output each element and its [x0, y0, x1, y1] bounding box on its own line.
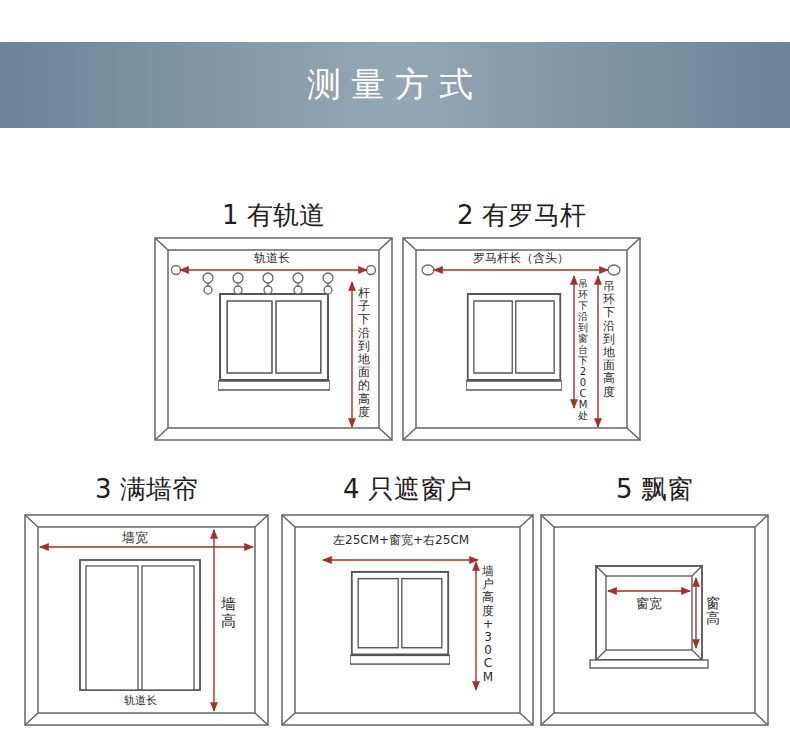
panel-title: 1 有轨道 [155, 198, 392, 232]
dimension-label: 墙宽 [120, 530, 150, 546]
dimension-label-vertical: 墙户高度+30CM [482, 565, 494, 684]
panel-title: 5 飘窗 [541, 472, 768, 506]
dimension-label: 左25CM+窗宽+右25CM [331, 533, 471, 547]
dimension-label: 罗马杆长（含头） [471, 251, 571, 265]
dimension-label: 轨道长 [252, 251, 292, 265]
dimension-label-vertical: 杆子下沿到地面的高度 [358, 287, 370, 419]
panel-title: 3 满墙帘 [25, 472, 268, 506]
dimension-label-vertical: 吊环下沿到窗台下20CM处 [578, 278, 588, 421]
room-outlines [25, 238, 768, 725]
dimension-label: 窗宽 [634, 596, 664, 612]
dimension-label-vertical: 墙高 [221, 596, 236, 629]
dimension-label: 轨道长 [122, 694, 159, 707]
page-title: 测量方式 [0, 62, 790, 106]
panel-heading: 1 有轨道 [155, 198, 392, 440]
panel-heading: 4 只遮窗户 [282, 472, 533, 725]
panel-title: 2 有罗马杆 [403, 198, 640, 232]
dimension-label-vertical: 窗高 [706, 596, 720, 627]
dimension-label-vertical: 吊环下沿到地面高度 [603, 280, 615, 399]
panel-title: 4 只遮窗户 [282, 472, 533, 506]
